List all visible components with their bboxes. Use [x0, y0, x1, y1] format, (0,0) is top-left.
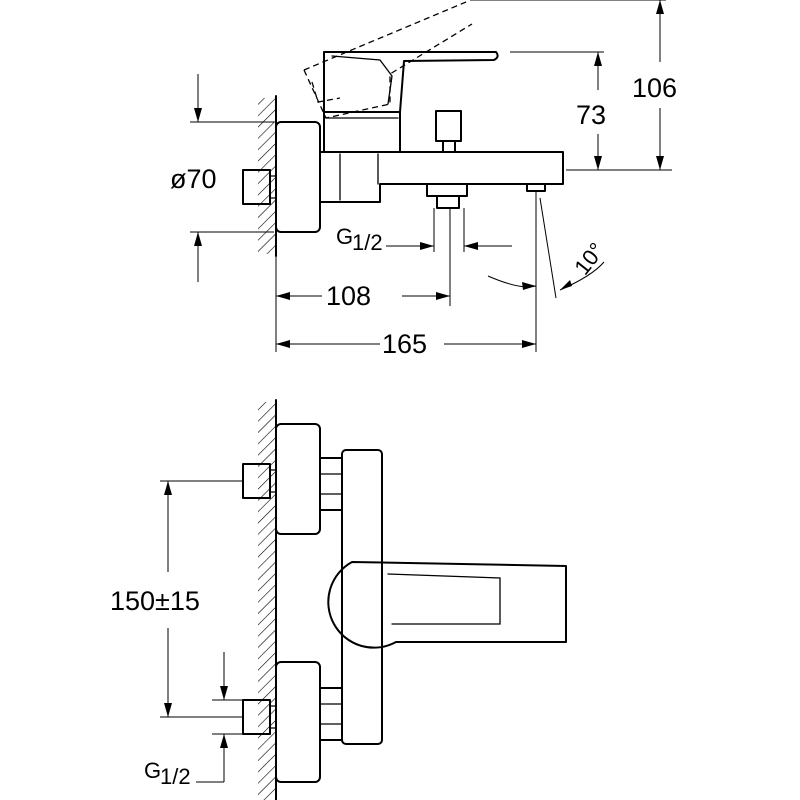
- side-valve-body: [319, 151, 564, 203]
- dim-thread-side-g: G: [336, 224, 353, 249]
- dim-overall-height: 106: [632, 73, 677, 103]
- dim-total-projection: 165: [382, 329, 427, 359]
- front-wall-hatch: [258, 402, 276, 800]
- dim-thread-side-fraction: 1/2: [352, 230, 383, 255]
- dim-inlet-centers: 150±15: [110, 586, 200, 616]
- front-upper-flange: [275, 423, 321, 535]
- dim-thread-front-fraction: 1/2: [160, 764, 191, 789]
- front-valve-body: [341, 449, 383, 745]
- dim-flange-diameter: ø70: [170, 164, 217, 194]
- side-inlet-connector: [242, 169, 271, 205]
- side-flange: [275, 121, 321, 233]
- dim-handle-height: 73: [576, 100, 606, 130]
- dim-spout-angle: 10°: [569, 238, 609, 280]
- front-lower-flange: [275, 661, 321, 783]
- side-diverter: [426, 183, 468, 197]
- side-wall-hatch: [258, 98, 276, 254]
- dim-spout-outlet-distance: 108: [326, 281, 371, 311]
- side-lever-handle: [323, 51, 499, 113]
- side-diverter-knob: [435, 110, 462, 142]
- dim-thread-front-g: G: [144, 758, 161, 783]
- side-view: 73 106 ø70 G 1/2 108 165: [170, 0, 677, 359]
- side-aerator: [526, 183, 546, 192]
- front-lever-handle: [327, 561, 567, 649]
- front-view: 150±15 G 1/2: [110, 399, 567, 800]
